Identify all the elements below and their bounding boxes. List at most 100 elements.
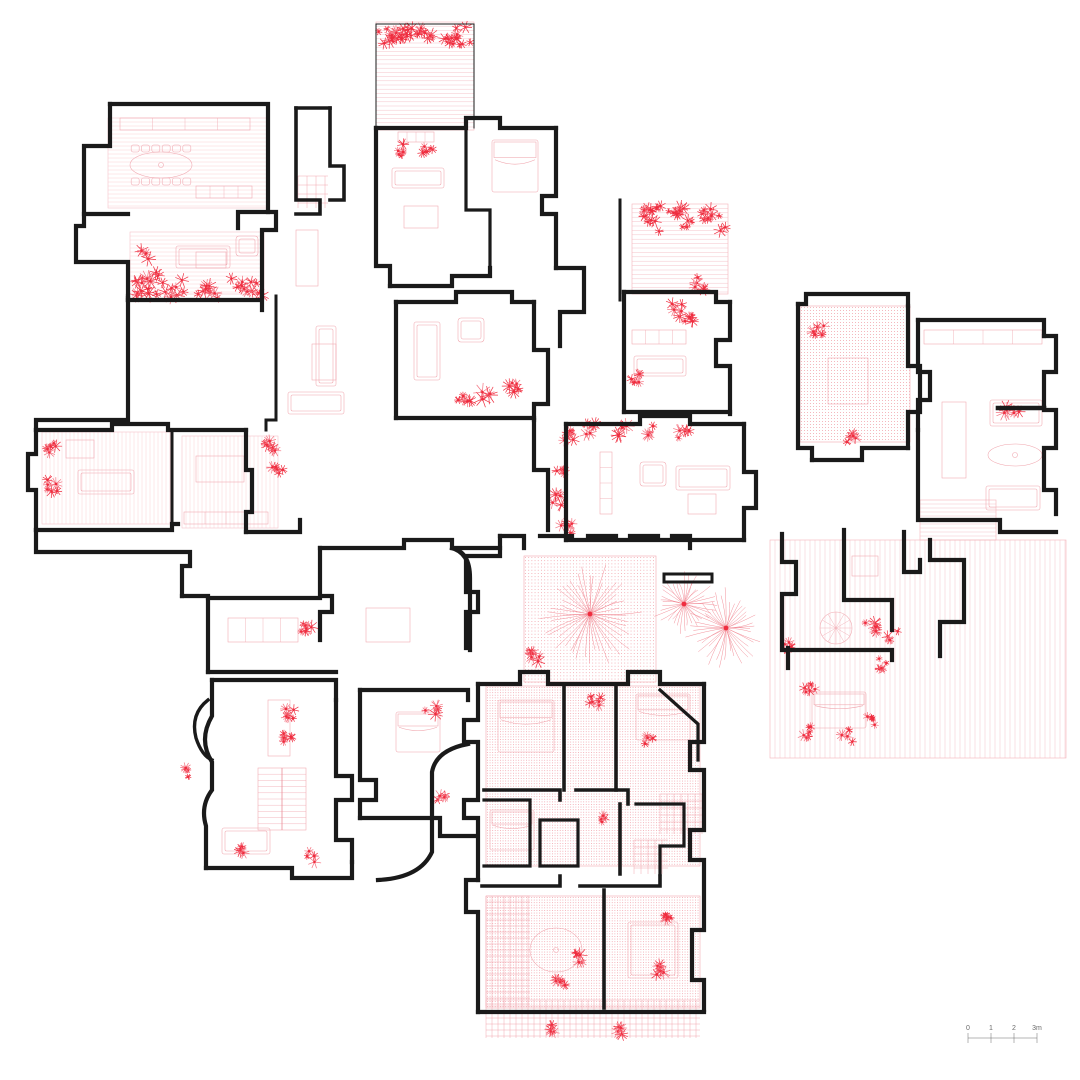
wall-courtyard-top-e (669, 533, 693, 551)
west-living-p1 (42, 439, 63, 459)
sw-lounge-p3 (180, 762, 192, 780)
se-garden-p6 (797, 722, 816, 742)
entry-tile (297, 175, 328, 208)
east-living-sofa (675, 465, 731, 491)
wall-entry-core-right (328, 106, 346, 202)
south-bed-p2 (640, 731, 657, 748)
wall-mid-corridor-left (317, 545, 335, 643)
south-dining-table (529, 927, 583, 973)
sw-dining-p2 (278, 729, 297, 746)
wall-nw-bottom (73, 211, 131, 303)
nw-dining-table (129, 151, 193, 179)
furniture-layer (65, 117, 1043, 979)
south-bed-3-bed (489, 809, 535, 851)
north-bed-block (491, 139, 539, 193)
wall-north-bottom (387, 265, 493, 289)
nw-dining-chairs (130, 144, 192, 186)
nw-salon-planting-a (134, 243, 157, 267)
east-study-desk (631, 329, 687, 345)
wall-south-div-h3 (480, 874, 562, 888)
north-sofa (391, 167, 445, 189)
scale-tick-label-1: 1 (989, 1025, 993, 1032)
wall-se-apt-right (927, 537, 967, 659)
north-living-p1 (393, 138, 410, 159)
wall-sw-left-bay (192, 697, 215, 763)
wall-sw-bed-left (357, 687, 379, 821)
ne-dining-p1 (806, 319, 831, 339)
wall-west-south-return (33, 527, 193, 599)
se-garden-p3 (874, 655, 890, 674)
sw-study-p1 (297, 619, 319, 637)
south-living-sofa (627, 921, 679, 979)
se-apt-bed (811, 691, 867, 729)
south-dining-p1 (571, 947, 588, 969)
bath-tile-1 (659, 793, 704, 834)
south-bottom-p2 (611, 1021, 629, 1041)
wall-se-apt-top (779, 531, 799, 653)
sw-dining-table (267, 699, 291, 757)
wall-west-upper-wall (33, 295, 131, 433)
west-living-table (65, 439, 95, 459)
east-study-sofa (633, 355, 687, 377)
scale-tick-label-0: 0 (966, 1025, 970, 1032)
mid-terrace-p1 (638, 205, 657, 223)
wall-north-living-top (373, 115, 559, 131)
north-desk (397, 131, 435, 143)
central-salon-p1 (473, 382, 499, 408)
wall-north-living-left (373, 125, 393, 289)
wall-west-right-wall (243, 427, 255, 535)
mid-terrace-p3 (699, 202, 719, 224)
wall-central-living-left (264, 294, 278, 432)
wall-east-kitchen-left (915, 317, 933, 433)
wall-south-outer-right (687, 681, 707, 1013)
wall-west-block-left (25, 427, 39, 533)
east-apt-dining (941, 401, 967, 479)
ne-dining-p2 (842, 428, 862, 446)
wall-sw-block-top (209, 677, 339, 703)
se-garden-p2 (881, 627, 902, 645)
sw-bed-p1 (421, 699, 444, 722)
wall-se-apt-mid-b (901, 529, 923, 575)
mid-east-terrace-deck (631, 203, 729, 295)
central-salon-p2 (501, 378, 524, 399)
wall-west-block-top (33, 421, 249, 433)
wall-south-div-h4 (578, 874, 662, 888)
south-living-p1 (660, 911, 675, 926)
sw-bed-p2 (433, 789, 450, 805)
wall-courtyard-bench (662, 572, 714, 584)
east-path-p2 (546, 487, 568, 512)
sw-office-table (365, 607, 411, 643)
wall-nw-salon-right (259, 209, 279, 301)
wall-central-corridor-a (531, 417, 551, 533)
nw-salon-planting-c (163, 282, 185, 305)
wall-sw-bed-block (357, 687, 471, 703)
wall-south-outer-left (461, 681, 481, 883)
wall-east-living-right (741, 421, 759, 543)
east-living-table (687, 493, 717, 515)
north-terrace-p2 (413, 22, 434, 40)
wall-south-right-bath (634, 802, 686, 876)
wall-layer (25, 23, 1059, 1015)
courtyard-p1 (524, 645, 546, 669)
wall-se-apt-bottom (783, 647, 895, 663)
wall-sw-curve-connector (375, 741, 471, 883)
west-living-p2 (42, 474, 63, 498)
sw-stair (257, 767, 307, 831)
se-garden-p8 (863, 711, 879, 729)
floor-texture-layer (41, 20, 1067, 1038)
wall-nw-salon-bottom (125, 297, 265, 313)
nw-salon-chair (235, 235, 259, 257)
scale-tick-label-2: 2 (1012, 1025, 1016, 1032)
wall-south-mid-stair-box (482, 798, 532, 868)
south-bed-1-bed (497, 699, 555, 753)
se-garden-p1 (861, 615, 883, 638)
wall-mid-corridor-top (317, 537, 503, 551)
north-terrace-p3 (443, 28, 464, 43)
wall-south-outer-top (475, 669, 707, 687)
south-bed-p1 (584, 692, 606, 712)
wall-ne-dining-right (905, 303, 923, 451)
central-dining-table (295, 229, 319, 287)
east-study-p2 (680, 311, 699, 328)
east-garden-p4 (641, 421, 658, 442)
